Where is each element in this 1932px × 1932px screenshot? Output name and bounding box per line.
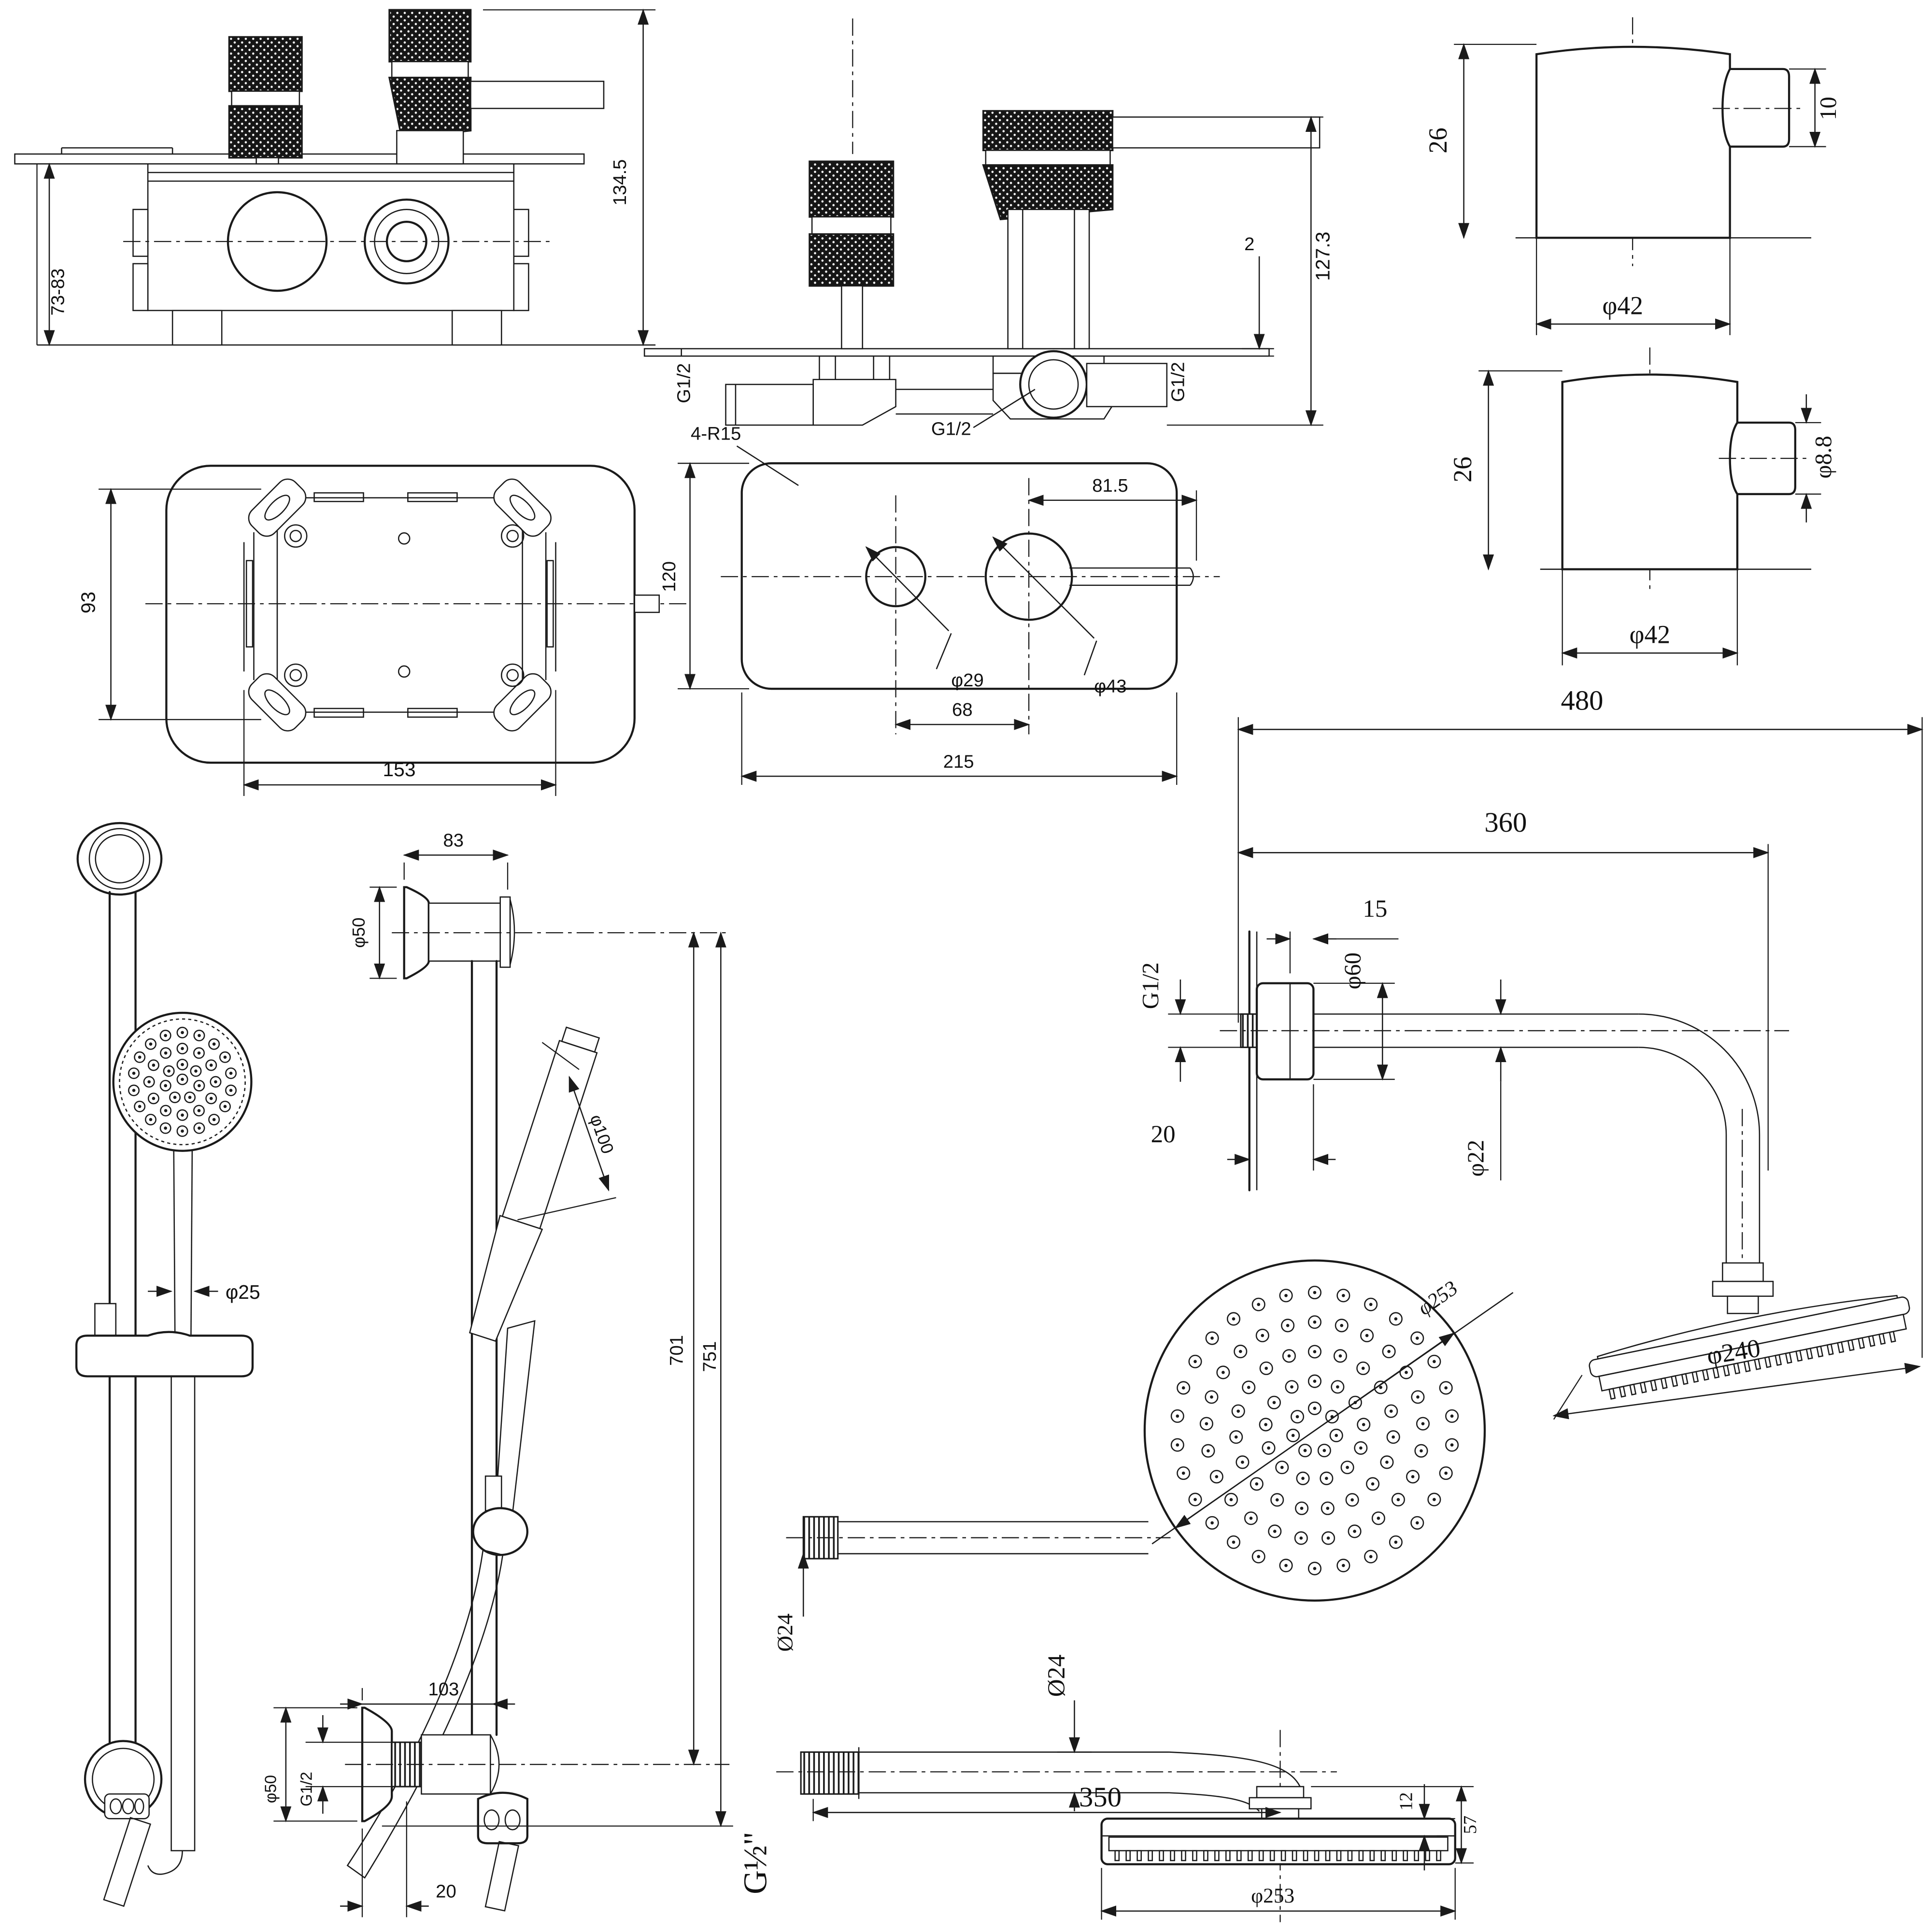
knob-detail-b: 26 φ8.8 φ42	[1448, 347, 1836, 666]
dim-total-reach: 480	[1561, 684, 1604, 716]
dim-plate-depth: 15	[1363, 895, 1387, 923]
dim-flange-diameter: φ50	[262, 1775, 280, 1803]
knob-detail-a: 26 10 φ42	[1423, 17, 1841, 335]
dim-knob-b-height: 26	[1448, 456, 1477, 483]
dim-wand-diameter: φ100	[586, 1112, 618, 1156]
dim-bottom-thread: G1/2	[298, 1772, 315, 1806]
dim-hole-offset: 81.5	[1092, 475, 1128, 496]
dim-bottom-offset: 103	[428, 1679, 459, 1700]
dim-head-side-thread: G½"	[737, 1832, 774, 1894]
dim-rail-length: 701	[666, 1335, 687, 1366]
dim-hole-large: φ43	[1094, 676, 1126, 697]
dim-bracket-length: 83	[443, 830, 464, 851]
dim-head-depth: 57	[1460, 1816, 1480, 1834]
wall-arm-view: 480 360 15 G1/2 φ60 20 φ22 φ240	[1138, 684, 1924, 1420]
dim-arm-thread: G1/2	[1138, 962, 1164, 1009]
dim-head-side-arm: Ø24	[1043, 1654, 1070, 1697]
dim-knob-b-diameter: φ42	[1630, 620, 1670, 649]
dim-plate-corners: 4-R15	[691, 424, 741, 444]
dim-total-length: 751	[699, 1341, 720, 1372]
rail-dimensioned-view: φ100 83 φ50 701 751 103	[262, 830, 733, 1918]
dim-knob-a-height: 26	[1423, 128, 1452, 154]
dim-head-rim-depth: 12	[1396, 1792, 1416, 1810]
dim-elbow-depth: 20	[436, 1881, 456, 1902]
mounting-box-rear-view: 93 153	[77, 465, 690, 796]
dim-knob-a-diameter: φ42	[1602, 291, 1643, 320]
dim-hole-small: φ29	[951, 670, 983, 691]
rain-head-top-view: φ253 Ø24	[772, 1259, 1514, 1652]
dim-head-side-arm-length: 350	[1079, 1781, 1122, 1813]
dim-knob-b-stub-diameter: φ8.8	[1811, 436, 1836, 479]
dim-escutcheon: φ60	[1340, 952, 1365, 989]
dim-inlet-right: G1/2	[1168, 362, 1189, 402]
dim-head-top-arm: Ø24	[772, 1614, 797, 1652]
dim-knob-a-stub: 10	[1816, 97, 1841, 120]
dim-hole-spacing: 68	[952, 699, 973, 720]
dim-inlet-left: G1/2	[674, 363, 695, 403]
dim-outlet-bottom: G1/2	[931, 419, 971, 440]
rain-head-side-view: Ø24 G½" 350 12 57 φ253	[737, 1654, 1480, 1922]
valve-side-view: G1/2 G1/2 G1/2 2 127.3	[643, 18, 1334, 440]
dim-total-height: 134.5	[610, 159, 630, 206]
dim-wall-offset: 20	[1151, 1121, 1176, 1148]
trim-plate-front-view: 4-R15 φ29 φ43 120 81.5 68 215	[659, 424, 1220, 785]
dim-plate-width: 215	[943, 751, 974, 772]
dim-valve-height: 127.3	[1312, 232, 1334, 281]
dim-height-range: 73-83	[48, 269, 69, 316]
dim-arm-length: 360	[1484, 807, 1527, 838]
dim-head-side-diameter: φ253	[1251, 1884, 1294, 1907]
dim-bracket-diameter: φ50	[349, 918, 369, 948]
dim-rail-diameter: φ25	[226, 1281, 260, 1303]
dim-plate-thickness: 2	[1244, 234, 1254, 255]
valve-front-view: 73-83 134.5	[14, 8, 656, 346]
dim-box-width: 153	[383, 758, 415, 781]
dim-plate-height: 120	[659, 561, 680, 592]
dim-pipe-diameter: φ22	[1463, 1140, 1489, 1177]
hand-shower-set-view: φ25	[75, 822, 260, 1907]
dim-box-height: 93	[77, 592, 99, 613]
